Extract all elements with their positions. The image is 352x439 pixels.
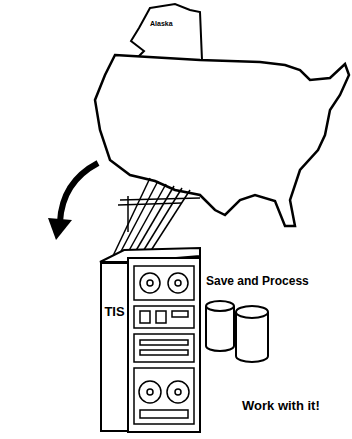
machine-label: TIS — [104, 304, 124, 319]
curved-arrow — [60, 163, 98, 222]
slogan-text: Work with it! — [242, 398, 320, 413]
us-map — [95, 55, 349, 226]
tape-drives — [134, 266, 194, 424]
computer-rack: TIS — [100, 262, 129, 432]
arrow-head — [48, 218, 72, 240]
rack-front — [128, 258, 200, 432]
caption-text: Save and Process — [206, 274, 309, 288]
map-label: Alaska — [150, 20, 173, 27]
data-lines — [112, 178, 200, 258]
disk-cylinders — [206, 301, 268, 362]
